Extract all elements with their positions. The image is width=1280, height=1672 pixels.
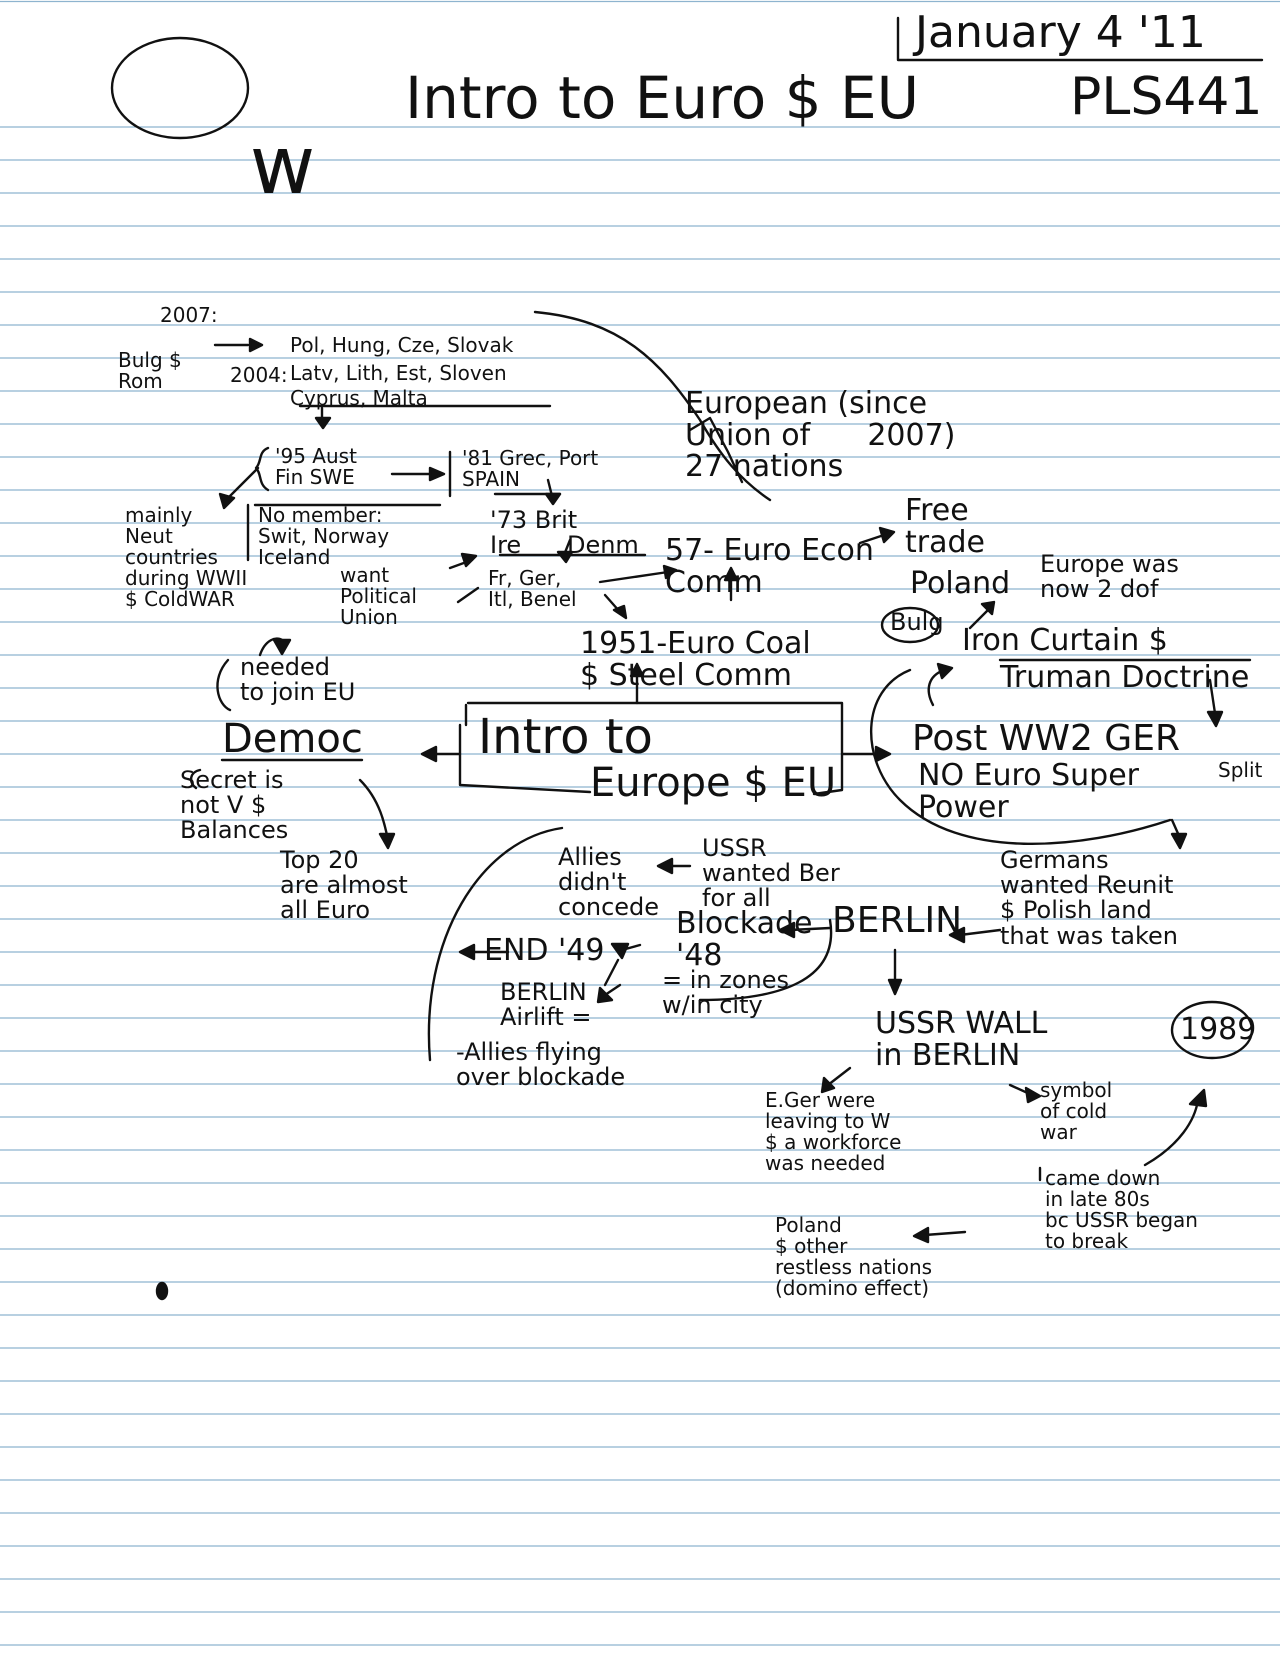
logo-mark: w [148, 40, 315, 292]
note-title: Intro to Euro $ EU [405, 64, 920, 132]
poland-domino: Poland $ other restless nations (domino … [775, 1213, 933, 1300]
postwar-heading: Post WW2 GER [912, 718, 1180, 759]
year-1973-members: '73 Brit Ire Denm [490, 506, 639, 560]
neutral-countries: mainly Neut countries during WWII $ Cold… [125, 503, 248, 611]
berlin-zones: = in zones w/in city [662, 966, 790, 1020]
split-label: Split [1218, 758, 1263, 782]
logo-letter: w [249, 119, 316, 212]
berlin-airlift: BERLIN Airlift = [500, 978, 592, 1032]
cold-war-symbol: symbol of cold war [1040, 1078, 1113, 1144]
note-date: January 4 '11 [915, 7, 1206, 58]
bulg-label: Bulg [890, 608, 944, 636]
year-2007-label: 2007: [160, 303, 218, 327]
center-topic-line2: Europe $ EU [590, 760, 837, 806]
blockade-1948: Blockade '48 [676, 906, 813, 973]
east-germans-leaving: E.Ger were leaving to W $ a workforce wa… [765, 1088, 902, 1175]
eu-description: European (since Union of 2007) 27 nation… [685, 386, 956, 484]
ecsc-1951: 1951-Euro Coal $ Steel Comm [580, 626, 811, 693]
year-2004-label: 2004: [230, 363, 288, 387]
year-2004-line3: Cyprus, Malta [290, 386, 428, 410]
poland-label: Poland [910, 566, 1011, 601]
year-1995-members: '95 Aust Fin SWE [275, 444, 357, 489]
logo-circle [110, 36, 250, 140]
secret-balances: Secret is not V $ Balances [180, 766, 289, 845]
year-1981-members: '81 Grec, Port SPAIN [462, 446, 599, 491]
free-trade: Free trade [905, 493, 985, 560]
eec-1957: 57- Euro Econ Comm [665, 533, 874, 600]
ussr-wall: USSR WALL in BERLIN [875, 1006, 1048, 1073]
berlin-label: BERLIN [832, 900, 963, 941]
wall-came-down: came down in late 80s bc USSR began to b… [1045, 1166, 1198, 1253]
democ-label: Democ [222, 716, 363, 762]
end-1949: END '49 [484, 933, 605, 968]
year-2004-line1: Pol, Hung, Cze, Slovak [290, 333, 514, 357]
founding-members: Fr, Ger, Itl, Benel [488, 566, 577, 611]
germans-wanted: Germans wanted Reunit $ Polish land that… [1000, 846, 1178, 950]
ussr-wanted-berlin: USSR wanted Ber for all [702, 834, 840, 913]
postwar-subtext: NO Euro Super Power [918, 758, 1140, 825]
political-union: want Political Union [340, 563, 417, 629]
allies-concede: Allies didn't concede [558, 843, 660, 922]
year-1989: 1989 [1180, 1012, 1257, 1047]
truman-doctrine: Truman Doctrine [1000, 660, 1250, 695]
allies-flying: -Allies flying over blockade [456, 1038, 626, 1092]
needed-to-join: needed to join EU [240, 653, 356, 707]
europe-divided: Europe was now 2 dof [1040, 550, 1179, 604]
non-members: No member: Swit, Norway Iceland [258, 503, 390, 569]
course-code: PLS441 [1070, 67, 1263, 127]
year-2007-members: Bulg $ Rom [118, 348, 182, 393]
center-topic-line1: Intro to [478, 709, 653, 765]
iron-curtain: Iron Curtain $ [962, 623, 1168, 658]
year-2004-line2: Latv, Lith, Est, Sloven [290, 361, 507, 385]
top-twenty: Top 20 are almost all Euro [280, 846, 408, 925]
